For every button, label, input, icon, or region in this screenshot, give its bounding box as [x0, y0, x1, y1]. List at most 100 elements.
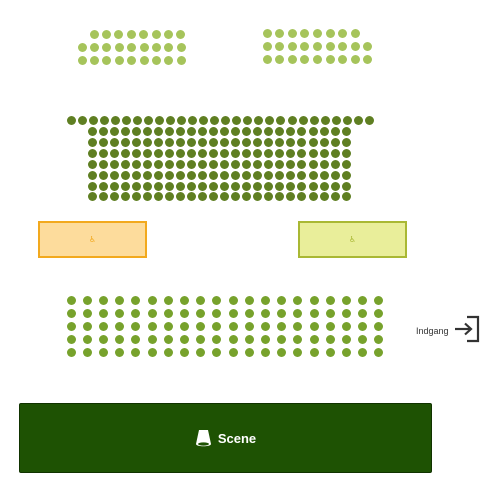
seat[interactable]: [338, 28, 348, 38]
seat[interactable]: [82, 347, 92, 357]
seat[interactable]: [330, 159, 340, 169]
seat[interactable]: [163, 334, 173, 344]
seat[interactable]: [297, 148, 307, 158]
seat[interactable]: [127, 55, 137, 65]
seat[interactable]: [163, 308, 173, 318]
seat[interactable]: [325, 347, 335, 357]
seat[interactable]: [139, 29, 149, 39]
seat[interactable]: [265, 115, 275, 125]
seat[interactable]: [212, 295, 222, 305]
seat[interactable]: [253, 148, 263, 158]
seat[interactable]: [98, 334, 108, 344]
seat[interactable]: [363, 54, 373, 64]
seat[interactable]: [196, 308, 206, 318]
seat[interactable]: [212, 321, 222, 331]
seat[interactable]: [109, 170, 119, 180]
seat[interactable]: [319, 148, 329, 158]
seat[interactable]: [275, 170, 285, 180]
seat[interactable]: [286, 137, 296, 147]
seat[interactable]: [308, 148, 318, 158]
seat[interactable]: [253, 159, 263, 169]
seat[interactable]: [87, 191, 97, 201]
seat[interactable]: [221, 115, 231, 125]
wheelchair-area-left[interactable]: ♿: [38, 221, 147, 258]
seat[interactable]: [186, 159, 196, 169]
seat[interactable]: [243, 115, 253, 125]
seat[interactable]: [231, 126, 241, 136]
seat[interactable]: [325, 334, 335, 344]
seat[interactable]: [82, 295, 92, 305]
seat[interactable]: [242, 137, 252, 147]
seat[interactable]: [325, 308, 335, 318]
seat[interactable]: [89, 42, 99, 52]
seat[interactable]: [163, 347, 173, 357]
seat[interactable]: [374, 308, 384, 318]
seat[interactable]: [330, 148, 340, 158]
seat[interactable]: [151, 55, 161, 65]
seat[interactable]: [153, 148, 163, 158]
seat[interactable]: [254, 115, 264, 125]
seat[interactable]: [286, 159, 296, 169]
seat[interactable]: [319, 170, 329, 180]
seat[interactable]: [253, 170, 263, 180]
seat[interactable]: [330, 126, 340, 136]
seat[interactable]: [186, 137, 196, 147]
seat[interactable]: [325, 295, 335, 305]
seat[interactable]: [298, 115, 308, 125]
seat[interactable]: [209, 181, 219, 191]
seat[interactable]: [325, 28, 335, 38]
seat[interactable]: [220, 159, 230, 169]
seat[interactable]: [179, 295, 189, 305]
seat[interactable]: [286, 148, 296, 158]
seat[interactable]: [286, 126, 296, 136]
seat[interactable]: [309, 295, 319, 305]
seat[interactable]: [98, 159, 108, 169]
seat[interactable]: [275, 191, 285, 201]
seat[interactable]: [358, 295, 368, 305]
seat[interactable]: [350, 54, 360, 64]
seat[interactable]: [260, 347, 270, 357]
seat[interactable]: [325, 41, 335, 51]
seat[interactable]: [98, 181, 108, 191]
seat[interactable]: [319, 159, 329, 169]
seat[interactable]: [131, 170, 141, 180]
seat[interactable]: [286, 191, 296, 201]
seat[interactable]: [175, 148, 185, 158]
seat[interactable]: [89, 29, 99, 39]
seat[interactable]: [308, 159, 318, 169]
seat[interactable]: [198, 170, 207, 180]
seat[interactable]: [120, 126, 130, 136]
seat[interactable]: [275, 28, 285, 38]
seat[interactable]: [196, 347, 206, 357]
seat[interactable]: [277, 334, 287, 344]
seat[interactable]: [66, 347, 76, 357]
seat[interactable]: [253, 126, 263, 136]
seat[interactable]: [77, 55, 87, 65]
seat[interactable]: [232, 115, 242, 125]
seat[interactable]: [88, 115, 98, 125]
seat[interactable]: [99, 115, 109, 125]
seat[interactable]: [287, 54, 297, 64]
seat[interactable]: [330, 181, 340, 191]
seat[interactable]: [199, 115, 209, 125]
seat[interactable]: [198, 159, 207, 169]
seat[interactable]: [330, 191, 340, 201]
seat[interactable]: [87, 126, 97, 136]
seat[interactable]: [153, 170, 163, 180]
seat[interactable]: [374, 321, 384, 331]
seat[interactable]: [228, 347, 238, 357]
seat[interactable]: [142, 191, 152, 201]
seat[interactable]: [231, 137, 241, 147]
seat[interactable]: [231, 170, 241, 180]
seat[interactable]: [330, 170, 340, 180]
seat[interactable]: [341, 137, 351, 147]
seat[interactable]: [176, 42, 186, 52]
seat[interactable]: [142, 181, 152, 191]
seat[interactable]: [120, 170, 130, 180]
entrance-marker[interactable]: Indgang: [416, 315, 481, 346]
seat[interactable]: [209, 126, 219, 136]
seat[interactable]: [87, 137, 97, 147]
seat[interactable]: [242, 191, 252, 201]
seat[interactable]: [163, 29, 173, 39]
seat[interactable]: [175, 159, 185, 169]
